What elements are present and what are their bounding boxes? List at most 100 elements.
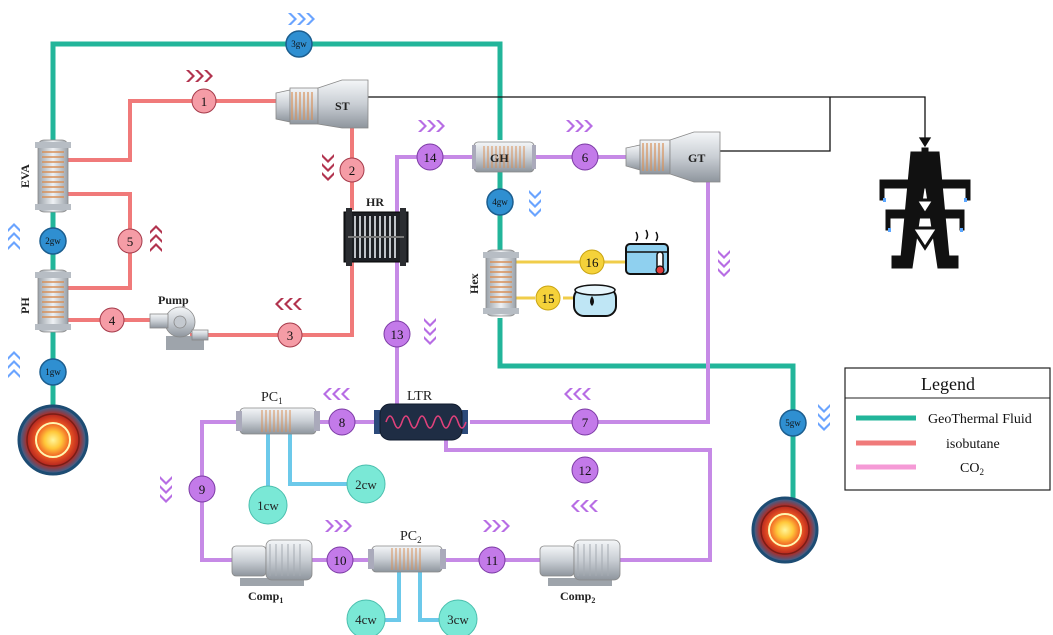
arrow-down-4gw: [529, 190, 541, 217]
steam-turbine-st: ST: [275, 79, 369, 129]
hot-water-tank-icon: [625, 229, 669, 275]
state-node-12: 12: [571, 456, 599, 484]
svg-text:3cw: 3cw: [447, 612, 469, 627]
arrow-right-11: [483, 520, 510, 532]
svg-text:7: 7: [582, 415, 589, 430]
svg-text:1cw: 1cw: [257, 498, 279, 513]
power-transmission-tower-icon: [879, 147, 971, 269]
pump-label: Pump: [158, 293, 189, 307]
svg-text:6: 6: [582, 150, 589, 165]
pump: Pump: [149, 293, 209, 350]
svg-text:16: 16: [586, 255, 600, 270]
svg-text:5gw: 5gw: [785, 418, 801, 428]
compressor-comp1: Comp1: [231, 539, 313, 605]
power-lines: [360, 96, 932, 152]
state-node-2cw: 2cw: [346, 464, 386, 504]
heat-recovery-hr: HR: [343, 195, 409, 266]
state-node-3cw: 3cw: [438, 599, 478, 635]
state-node-11: 11: [478, 546, 506, 574]
state-node-10: 10: [326, 546, 354, 574]
arrow-left-8: [323, 388, 350, 400]
arrow-right-3gw: [288, 13, 315, 25]
pc1-label: PC1: [261, 390, 283, 406]
legend-item-geothermal: GeoThermal Fluid: [856, 412, 1032, 427]
svg-text:12: 12: [579, 463, 592, 478]
state-node-16: 16: [579, 249, 605, 275]
state-node-1gw: 1gw: [39, 358, 67, 386]
arrow-down-5gw: [818, 404, 830, 431]
svg-text:1: 1: [201, 94, 208, 109]
isobutane-nodes: 1 2 3 4 5: [99, 88, 365, 348]
ltr-label: LTR: [407, 389, 433, 404]
gt-label: GT: [688, 151, 705, 165]
state-node-4: 4: [99, 307, 125, 333]
flow-arrows: [8, 13, 830, 532]
state-node-15: 15: [535, 285, 561, 311]
st-label: ST: [335, 99, 350, 113]
preheater-ph: PH: [18, 269, 71, 333]
arrow-left-12: [571, 500, 598, 512]
state-node-6: 6: [571, 143, 599, 171]
svg-text:4: 4: [109, 313, 116, 328]
state-node-14: 14: [416, 143, 444, 171]
arrow-up-5: [150, 225, 162, 252]
state-node-13: 13: [383, 320, 411, 348]
arrow-down-13: [424, 318, 436, 345]
evaporator-eva: EVA: [18, 139, 71, 213]
svg-text:9: 9: [199, 482, 206, 497]
gas-turbine-gt: GT: [625, 131, 721, 183]
hex-label: Hex: [467, 273, 481, 294]
ph-label: PH: [18, 297, 32, 314]
hot-water-nodes: 16 15: [535, 249, 605, 311]
comp1-label: Comp1: [248, 589, 283, 605]
isobutane-pipes: [68, 99, 354, 337]
svg-text:CO2: CO2: [960, 461, 984, 477]
state-node-9: 9: [188, 475, 216, 503]
svg-text:4cw: 4cw: [355, 612, 377, 627]
eva-label: EVA: [18, 164, 32, 188]
svg-text:10: 10: [334, 553, 347, 568]
state-node-7: 7: [571, 408, 599, 436]
heat-exchanger-hex: Hex: [467, 249, 519, 317]
arrow-right-14: [418, 120, 445, 132]
arrow-left-7: [564, 388, 591, 400]
state-node-5: 5: [117, 228, 143, 254]
comp2-label: Comp2: [560, 589, 595, 605]
arrow-left-3: [275, 298, 302, 310]
geothermal-nodes: 3gw 2gw 1gw 4gw 5gw: [39, 30, 807, 437]
arrow-down-gt: [718, 250, 730, 277]
gas-heater-gh: GH: [472, 141, 536, 173]
state-node-2: 2: [339, 157, 365, 183]
gh-label: GH: [490, 151, 509, 165]
co2-nodes: 14 6 13 8 7 12 9 10 11: [188, 143, 599, 574]
svg-text:11: 11: [486, 553, 499, 568]
earth-core-icon: [17, 404, 89, 476]
arrow-right-6: [566, 120, 593, 132]
svg-text:4gw: 4gw: [492, 197, 508, 207]
state-node-3: 3: [277, 322, 303, 348]
svg-text:3gw: 3gw: [291, 39, 307, 49]
svg-text:3: 3: [287, 328, 294, 343]
state-node-5gw: 5gw: [779, 409, 807, 437]
state-node-1cw: 1cw: [248, 485, 288, 525]
compressor-comp2: Comp2: [539, 539, 621, 605]
state-node-2gw: 2gw: [39, 227, 67, 255]
arrow-up-1gw: [8, 351, 20, 378]
state-node-4gw: 4gw: [486, 188, 514, 216]
hot-water-pipes: [515, 260, 628, 300]
legend-item-co2: CO2: [856, 461, 984, 477]
svg-text:8: 8: [339, 415, 346, 430]
arrow-up-2gw: [8, 223, 20, 250]
svg-text:14: 14: [424, 150, 438, 165]
arrow-down-9: [160, 476, 172, 503]
svg-text:13: 13: [391, 327, 404, 342]
arrow-right-1: [186, 70, 213, 82]
state-node-8: 8: [328, 408, 356, 436]
legend-item-isobutane: isobutane: [856, 437, 1000, 452]
svg-text:GeoThermal Fluid: GeoThermal Fluid: [928, 412, 1032, 427]
state-node-4cw: 4cw: [346, 599, 386, 635]
state-node-1: 1: [191, 88, 217, 114]
svg-text:isobutane: isobutane: [946, 437, 1000, 452]
